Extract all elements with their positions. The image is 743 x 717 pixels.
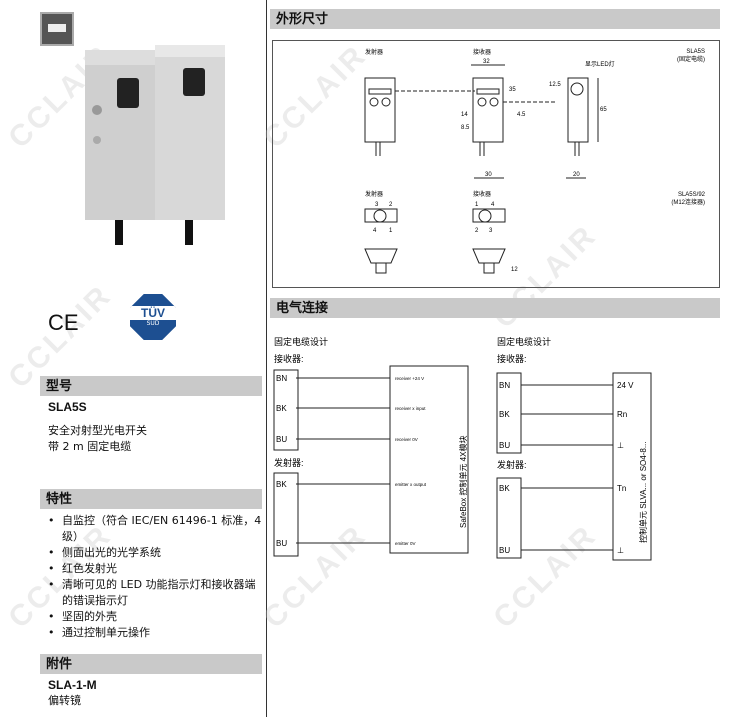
svg-text:emitter x output: emitter x output	[395, 482, 427, 487]
svg-text:1: 1	[389, 228, 393, 234]
svg-text:BU: BU	[276, 539, 287, 548]
svg-text:接收器: 接收器	[473, 190, 491, 198]
ce-mark: CE	[48, 310, 79, 335]
unit-label-safebox: SafeBox 控制单元 4X模块	[458, 436, 468, 528]
svg-text:receiver 0V: receiver 0V	[395, 437, 418, 442]
section-header-features: 特性	[40, 489, 262, 509]
svg-text:2: 2	[389, 202, 393, 208]
product-type-icon	[40, 12, 74, 46]
svg-text:固定电缆设计: 固定电缆设计	[497, 336, 551, 347]
svg-text:emitter 0V: emitter 0V	[395, 541, 416, 546]
svg-text:BU: BU	[276, 435, 287, 444]
label-model1-sub: (固定电缆)	[677, 55, 705, 63]
tuv-logo: TÜV SÜD	[130, 294, 176, 340]
svg-text:12: 12	[511, 267, 518, 273]
feature-item: 红色发射光	[44, 561, 264, 577]
svg-text:1: 1	[475, 202, 479, 208]
svg-text:接收器:: 接收器:	[497, 353, 527, 364]
wiring-diagrams: 固定电缆设计 接收器: 发射器: BN BK BU BK BU receiver +2…	[273, 336, 652, 561]
svg-text:4.5: 4.5	[517, 112, 526, 118]
svg-text:8.5: 8.5	[461, 125, 470, 131]
svg-text:发射器: 发射器	[365, 190, 383, 198]
description-line: 带 2 m 固定电缆	[48, 440, 132, 453]
svg-text:Tn: Tn	[617, 484, 626, 493]
svg-text:35: 35	[509, 87, 516, 93]
svg-text:3: 3	[375, 202, 379, 208]
svg-text:BK: BK	[276, 404, 287, 413]
svg-text:24 V: 24 V	[617, 381, 634, 390]
svg-text:BU: BU	[499, 546, 510, 555]
svg-text:20: 20	[573, 172, 580, 178]
svg-text:发射器:: 发射器:	[274, 457, 304, 468]
product-photo	[85, 45, 225, 245]
svg-text:receiver +24 V: receiver +24 V	[395, 376, 424, 381]
section-header-accessories: 附件	[40, 654, 262, 674]
svg-text:3: 3	[489, 228, 493, 234]
svg-text:4: 4	[491, 202, 495, 208]
svg-text:Rn: Rn	[617, 410, 627, 419]
accessory-description: 偏转镜	[48, 694, 81, 707]
svg-text:12.5: 12.5	[549, 82, 561, 88]
svg-text:⊥: ⊥	[617, 546, 624, 555]
svg-text:⊥: ⊥	[617, 441, 624, 450]
description-line: 安全对射型光电开关	[48, 424, 147, 437]
svg-text:65: 65	[600, 107, 607, 113]
section-header-dimensions: 外形尺寸	[270, 9, 720, 29]
svg-text:BN: BN	[499, 381, 510, 390]
svg-text:32: 32	[483, 59, 490, 65]
svg-text:BK: BK	[499, 484, 510, 493]
feature-item: 清晰可见的 LED 功能指示灯和接收器端的错误指示灯	[44, 577, 264, 609]
label-model2-sub: (M12连接器)	[671, 198, 705, 206]
accessory-model: SLA-1-M	[48, 678, 97, 692]
label-receiver: 接收器	[473, 48, 491, 56]
wiring-title: 固定电缆设计	[274, 336, 328, 347]
svg-text:2: 2	[475, 228, 479, 234]
feature-item: 坚固的外壳	[44, 609, 264, 625]
svg-text:BK: BK	[276, 480, 287, 489]
unit-label-slva: 控制单元 SLVA... or SO4-8...	[638, 441, 648, 543]
column-divider	[266, 0, 267, 717]
model-name: SLA5S	[48, 400, 87, 414]
section-header-type: 型号	[40, 376, 262, 396]
feature-item: 侧面出光的光学系统	[44, 545, 264, 561]
feature-item: 自监控（符合 IEC/EN 61496-1 标准，4 级）	[44, 513, 264, 545]
label-emitter: 发射器	[365, 48, 383, 56]
svg-text:4: 4	[373, 228, 377, 234]
svg-text:BN: BN	[276, 374, 287, 383]
svg-text:BU: BU	[499, 441, 510, 450]
dimension-drawing: 发射器 接收器 显示LED灯 SLA5S (固定电缆) SLA5S/92 (M1…	[272, 40, 720, 288]
feature-item: 通过控制单元操作	[44, 625, 264, 641]
svg-text:BK: BK	[499, 410, 510, 419]
label-led: 显示LED灯	[585, 60, 615, 68]
section-header-wiring: 电气连接	[270, 298, 720, 318]
label-model1: SLA5S	[686, 49, 705, 55]
svg-text:发射器:: 发射器:	[497, 459, 527, 470]
label-model2: SLA5S/92	[678, 192, 706, 198]
svg-text:receiver x input: receiver x input	[395, 406, 426, 411]
features-list: 自监控（符合 IEC/EN 61496-1 标准，4 级） 侧面出光的光学系统 …	[44, 513, 264, 641]
svg-text:14: 14	[461, 112, 468, 118]
svg-text:30: 30	[485, 172, 492, 178]
svg-text:接收器:: 接收器:	[274, 353, 304, 364]
